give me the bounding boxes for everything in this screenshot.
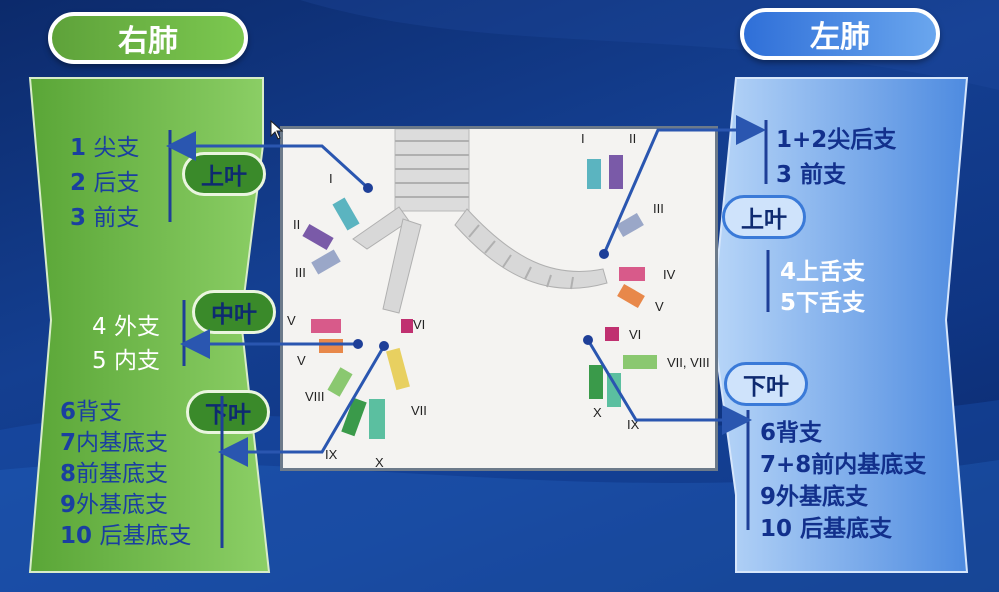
left-lower-item-9: 9外基底支 <box>760 484 869 510</box>
right-lower-item-9: 9外基底支 <box>60 492 169 518</box>
label-r7: VII <box>411 403 427 418</box>
right-lower-item-10: 10 后基底支 <box>60 523 192 549</box>
left-lingula-item-5: 5下舌支 <box>780 290 866 316</box>
label-l9: IX <box>627 417 640 432</box>
right-lower-lobe-badge: 下叶 <box>186 390 270 434</box>
label-l10: X <box>593 405 602 420</box>
left-lung-title: 左肺 <box>740 8 940 60</box>
bronchial-tree-drawing: I II III V V VI VII VIII IX X I II III I… <box>287 128 710 470</box>
right-upper-lobe-badge: 上叶 <box>182 152 266 196</box>
right-lung-title: 右肺 <box>48 12 248 64</box>
label-l4: IV <box>663 267 676 282</box>
right-lower-item-6: 6背支 <box>60 399 123 425</box>
right-lower-item-7: 7内基底支 <box>60 430 169 456</box>
right-upper-item-1: 1 尖支 <box>70 135 140 161</box>
label-r1: I <box>329 171 333 186</box>
right-middle-item-5: 5 内支 <box>92 348 160 374</box>
right-upper-item-3: 3 前支 <box>70 205 140 231</box>
bronchial-tree-illustration: I II III V V VI VII VIII IX X I II III I… <box>280 126 718 471</box>
label-l5: V <box>655 299 664 314</box>
label-r2: II <box>293 217 300 232</box>
right-upper-item-2: 2 后支 <box>70 170 140 196</box>
label-l78: VII, VIII <box>667 355 710 370</box>
label-l1: I <box>581 131 585 146</box>
label-r3: III <box>295 265 306 280</box>
label-l3: III <box>653 201 664 216</box>
left-lower-item-10: 10 后基底支 <box>760 516 893 542</box>
left-lower-lobe-badge: 下叶 <box>724 362 808 406</box>
label-r9: IX <box>325 447 338 462</box>
label-r5: V <box>287 313 296 328</box>
label-r6: VI <box>413 317 425 332</box>
left-upper-lobe-badge: 上叶 <box>722 195 806 239</box>
label-r10: X <box>375 455 384 468</box>
left-upper-item-12: 1+2尖后支 <box>776 127 897 153</box>
label-r5b: V <box>297 353 306 368</box>
label-l2: II <box>629 131 636 146</box>
left-upper-item-3: 3 前支 <box>776 162 847 188</box>
left-lower-item-78: 7+8前内基底支 <box>760 452 927 478</box>
left-lingula-item-4: 4上舌支 <box>780 259 866 285</box>
left-lower-item-6: 6背支 <box>760 420 823 446</box>
right-middle-item-4: 4 外支 <box>92 314 160 340</box>
label-l6: VI <box>629 327 641 342</box>
mouse-cursor-icon <box>270 120 284 140</box>
right-middle-lobe-badge: 中叶 <box>192 290 276 334</box>
right-lower-item-8: 8前基底支 <box>60 461 169 487</box>
label-r8: VIII <box>305 389 325 404</box>
